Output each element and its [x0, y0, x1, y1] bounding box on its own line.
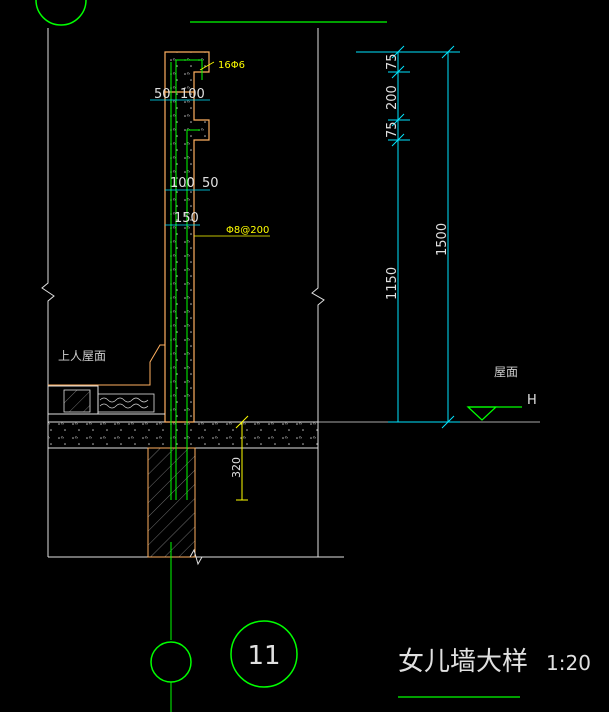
rebar-lines	[170, 59, 203, 640]
top-rebar-label: 16Φ6	[218, 60, 245, 71]
dimension-320-lines	[235, 415, 249, 501]
dim-1500-label: 1500	[435, 223, 450, 256]
dim-50-label: 50	[154, 87, 171, 102]
roof-layers	[47, 344, 165, 415]
dim-50b-label: 50	[202, 176, 219, 191]
axis-circle	[150, 641, 192, 683]
dim-75-label: 75	[385, 121, 400, 138]
dim-200-label: 200	[385, 85, 400, 110]
dim-100-label: 100	[180, 87, 205, 102]
dim-1150-label: 1150	[385, 267, 400, 300]
vertical-dimension-lines	[356, 45, 460, 429]
dim-150-label: 150	[174, 211, 199, 226]
right-wall-line	[311, 28, 325, 557]
accessible-roof-label: 上人屋面	[58, 349, 106, 363]
stirrup-label: Φ8@200	[226, 225, 269, 236]
bottom-break-mark	[189, 548, 203, 566]
top-rebar-leader	[199, 61, 215, 71]
horizontal-dimension-lines	[150, 99, 210, 226]
detail-number: 11	[247, 641, 280, 671]
drawing-scale: 1:20	[546, 651, 591, 675]
roof-slab	[47, 421, 319, 449]
dim-320-label: 320	[230, 457, 243, 478]
drawing-title: 女儿墙大样	[398, 647, 528, 677]
dim-100b-label: 100	[170, 176, 195, 191]
roof-label: 屋面	[494, 365, 518, 379]
top-axis-circle	[35, 0, 87, 26]
elevation-mark	[466, 406, 522, 421]
elevation-H-label: H	[527, 393, 537, 408]
left-wall-line	[41, 28, 55, 557]
detail-number-circle	[230, 620, 298, 688]
dim-75-top-label: 75	[385, 53, 400, 70]
